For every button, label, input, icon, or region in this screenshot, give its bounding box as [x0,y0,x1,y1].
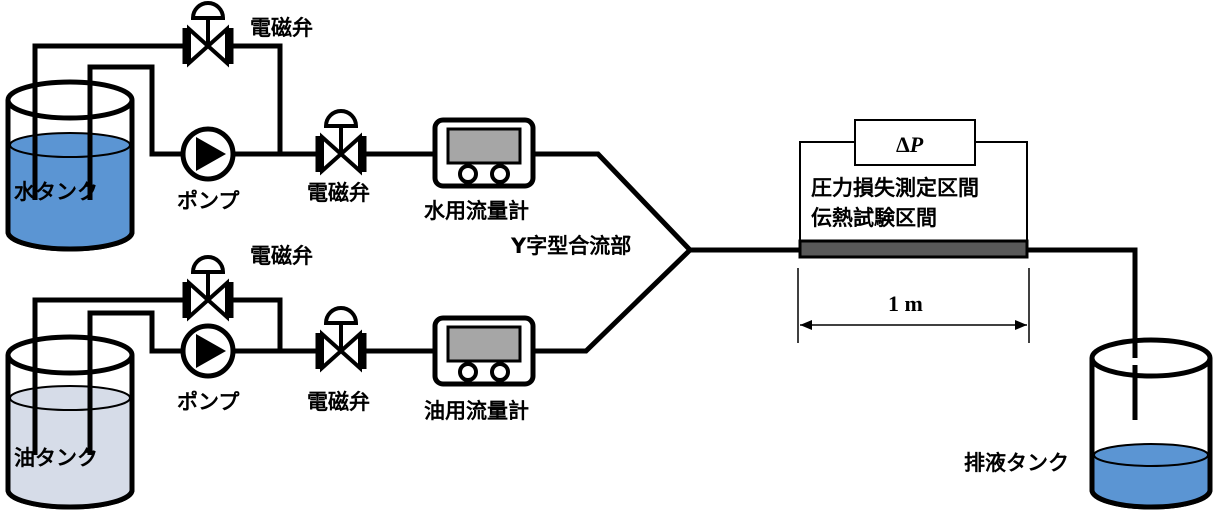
drain-tank-liquid [1094,455,1208,505]
oil-flowmeter-icon [435,318,533,384]
oil-inline-valve-label: 電磁弁 [307,390,370,414]
test-section [798,119,1029,259]
y-junction-label: Y字型合流部 [510,234,631,258]
water-tank [5,79,135,252]
oil-circuit [5,248,692,510]
pressure-gauge-box [854,119,976,166]
length-label: 1 m [888,291,923,316]
test-section-label-1: 圧力損失測定区間 [811,176,979,200]
oil-tank [5,334,135,510]
bypass-valve-icon [185,3,231,64]
inline-valve-icon [318,111,364,172]
oil-pump-label: ポンプ [177,390,240,414]
water-tank-liquid [10,145,130,247]
water-inline-valve-label: 電磁弁 [307,181,370,205]
p-symbol: P [909,132,924,157]
oil-flowmeter-label: 油用流量計 [424,399,529,423]
test-section-label-2: 伝熱試験区間 [811,206,937,230]
water-bypass-valve-label: 電磁弁 [250,16,313,40]
drain-tank-label: 排液タンク [964,451,1069,475]
water-flowmeter-label: 水用流量計 [424,199,529,223]
pump-icon [183,326,233,376]
water-pump-label: ポンプ [177,189,240,213]
water-circuit [5,3,692,252]
pump-icon [183,129,233,179]
water-flowmeter-icon [435,120,533,186]
oil-tank-liquid [10,398,130,505]
drain-tank [1089,337,1213,510]
water-tank-label: 水タンク [14,180,98,204]
inline-valve-icon [318,308,364,369]
oil-bypass-valve-label: 電磁弁 [250,244,313,268]
length-dimension [797,268,1030,343]
delta-symbol: Δ [896,132,910,157]
delta-p-label: ΔP [896,132,924,157]
bypass-valve-icon [185,257,231,318]
oil-tank-label: 油タンク [14,446,98,470]
